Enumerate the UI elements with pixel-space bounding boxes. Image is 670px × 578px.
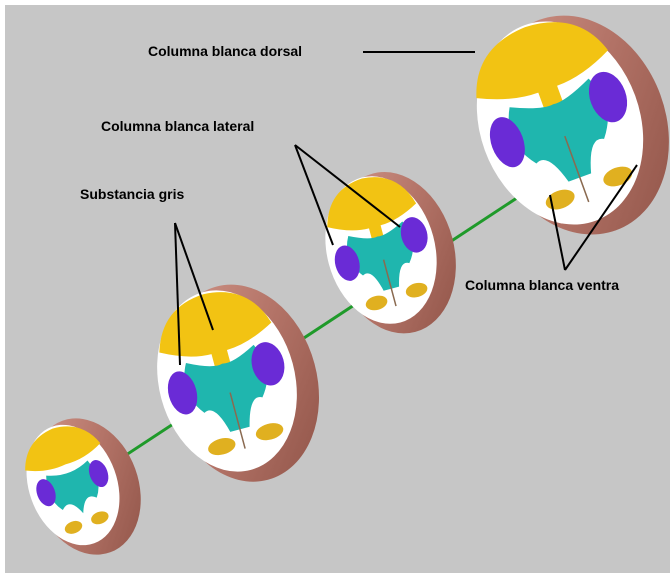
label-substancia-gris: Substancia gris — [80, 186, 184, 202]
label-columna-blanca-dorsal: Columna blanca dorsal — [148, 43, 302, 59]
cord-section-3 — [309, 158, 473, 349]
label-columna-blanca-ventral: Columna blanca ventra — [465, 277, 619, 293]
diagram-stage: Columna blanca dorsal Columna blanca lat… — [5, 5, 670, 573]
label-columna-blanca-lateral: Columna blanca lateral — [101, 118, 254, 134]
cord-section-1 — [10, 403, 159, 571]
cord-section-4 — [449, 5, 670, 263]
cord-section-2 — [137, 267, 340, 501]
